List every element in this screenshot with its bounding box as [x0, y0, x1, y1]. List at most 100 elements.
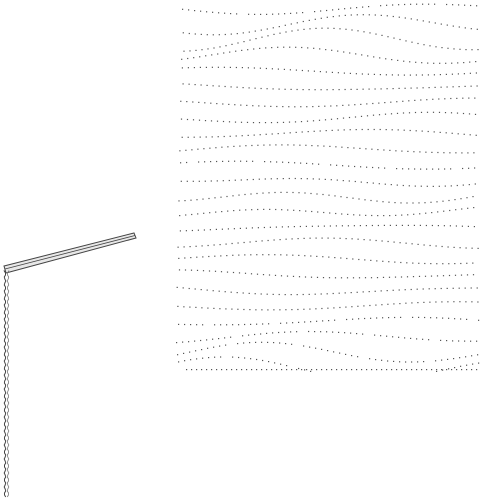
field-dot	[395, 150, 397, 152]
field-dot	[463, 62, 465, 64]
field-dot	[270, 105, 272, 107]
field-dot	[218, 85, 220, 87]
field-dot	[284, 13, 286, 15]
field-dot	[448, 199, 450, 202]
field-dot	[239, 145, 241, 147]
field-dot	[337, 50, 339, 52]
field-dot	[383, 215, 385, 217]
field-dot	[298, 367, 300, 370]
field-dot	[411, 302, 413, 304]
field-dot	[295, 69, 297, 71]
field-dot	[212, 34, 214, 36]
field-dot	[413, 151, 415, 153]
field-dot	[226, 271, 229, 273]
field-dot	[274, 191, 276, 194]
field-dot	[304, 255, 306, 257]
field-dot	[442, 200, 444, 202]
field-dot	[416, 3, 418, 5]
field-dot	[410, 18, 412, 20]
field-dot	[430, 275, 433, 277]
field-dot	[262, 192, 264, 194]
field-dot	[302, 20, 304, 23]
field-dot	[186, 118, 189, 121]
field-dot	[208, 270, 211, 272]
field-dot	[178, 361, 180, 363]
field-dot	[201, 369, 203, 371]
field-dot	[183, 246, 185, 248]
field-dot	[422, 338, 424, 340]
field-dot	[209, 212, 211, 214]
field-dot	[424, 202, 426, 204]
field-dot	[469, 61, 471, 63]
field-dot	[277, 46, 279, 48]
field-dot	[471, 247, 473, 249]
field-dot	[234, 121, 237, 123]
field-dot	[465, 301, 467, 303]
field-dot	[351, 238, 353, 240]
field-dot	[266, 293, 268, 295]
field-dot	[434, 3, 436, 5]
field-dot	[256, 273, 259, 275]
field-dot	[391, 369, 393, 371]
field-dot	[385, 58, 387, 60]
field-dot	[209, 229, 211, 231]
field-dot	[271, 369, 273, 371]
field-dot	[383, 149, 385, 151]
field-dot	[207, 244, 209, 247]
field-dot	[204, 180, 206, 182]
field-dot	[245, 145, 247, 147]
field-dot	[201, 245, 203, 247]
field-dot	[187, 57, 189, 60]
field-dot	[277, 68, 279, 70]
field-dot	[386, 290, 388, 292]
field-dot	[326, 16, 328, 18]
field-dot	[375, 33, 377, 35]
field-dot	[380, 14, 382, 16]
field-dot	[315, 27, 317, 29]
field-dot	[297, 308, 299, 311]
field-dot	[296, 12, 298, 14]
field-dot	[242, 87, 244, 89]
field-dot	[443, 152, 445, 154]
field-dot	[256, 358, 258, 361]
field-dot	[457, 133, 459, 135]
field-dot	[397, 74, 399, 76]
beam-and-post-structure	[3, 232, 137, 498]
field-dot	[178, 323, 180, 325]
field-dot	[278, 13, 280, 15]
field-dot	[366, 103, 368, 105]
field-dot	[308, 330, 310, 333]
field-dot	[367, 73, 369, 75]
field-dot	[381, 369, 383, 371]
field-dot	[252, 178, 254, 181]
field-dot	[213, 346, 215, 348]
field-dot	[474, 97, 476, 99]
field-dot	[178, 269, 181, 271]
field-dot	[451, 369, 453, 371]
field-dot	[316, 276, 319, 278]
field-dot	[320, 17, 322, 19]
field-dot	[444, 168, 446, 170]
field-dot	[460, 318, 462, 320]
field-dot	[381, 359, 383, 361]
field-dot	[322, 320, 324, 322]
field-dot	[291, 343, 293, 345]
field-dot	[276, 369, 278, 371]
field-dot	[418, 202, 420, 204]
field-dot	[392, 336, 394, 338]
field-dot	[447, 301, 449, 303]
field-dot	[419, 151, 421, 153]
field-dot	[330, 179, 332, 181]
field-dot	[314, 18, 316, 20]
field-dot	[371, 369, 373, 371]
field-dot	[462, 97, 464, 99]
field-dot	[414, 168, 416, 170]
field-dot	[386, 369, 388, 371]
field-dot	[306, 178, 308, 180]
field-dot	[278, 331, 280, 334]
field-dot	[365, 148, 367, 150]
field-dot	[338, 15, 340, 17]
field-dot	[273, 342, 275, 344]
field-dot	[421, 130, 423, 132]
field-dot	[373, 128, 375, 131]
